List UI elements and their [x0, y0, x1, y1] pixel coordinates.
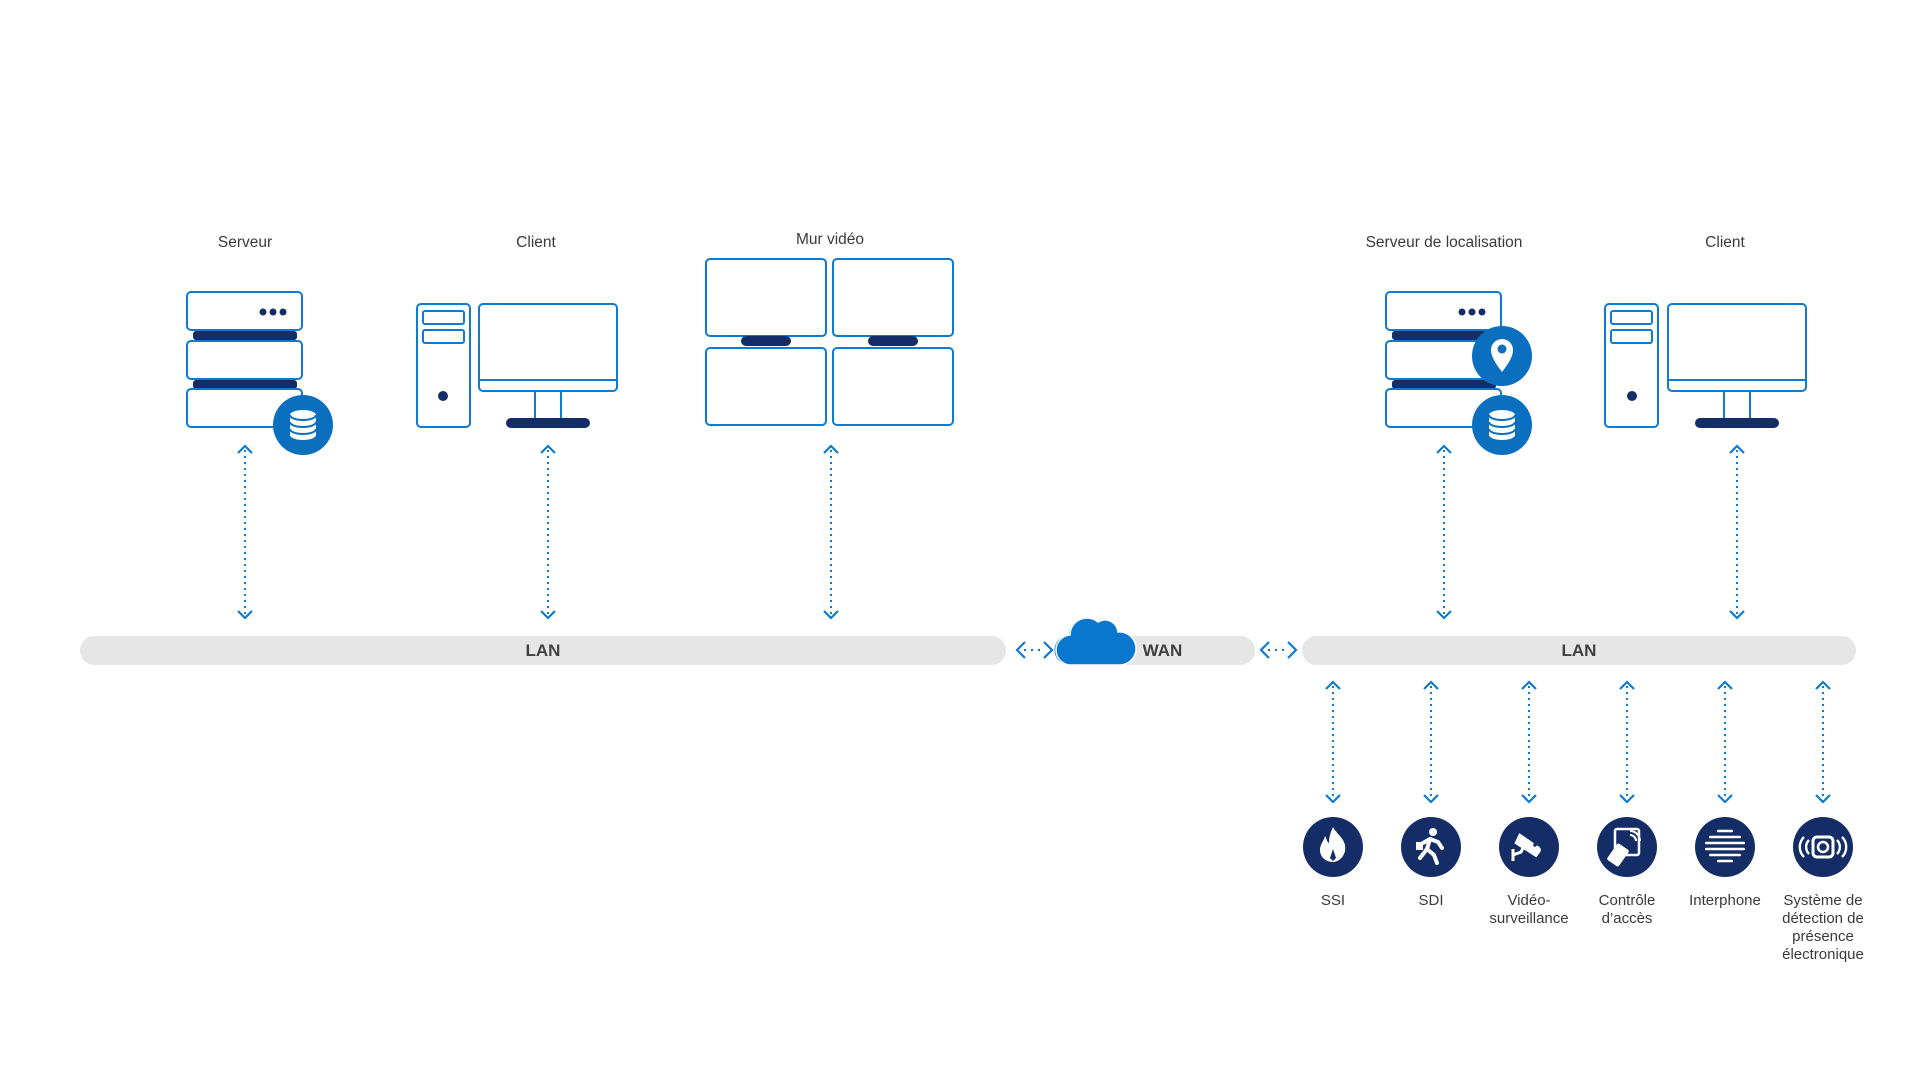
device-link-arrow — [1521, 680, 1537, 804]
lan-bar-site-b: LAN — [1302, 636, 1856, 665]
access-card-icon — [1597, 817, 1657, 877]
wan-lan-link-arrow — [1259, 641, 1298, 659]
fire-icon — [1303, 817, 1363, 877]
client-workstation-icon — [1604, 303, 1807, 428]
lan-wan-link-arrow — [1015, 641, 1054, 659]
device-label: Contrôle d’accès — [1598, 892, 1656, 927]
device-label: Interphone — [1689, 892, 1761, 909]
lan-link-arrow — [237, 444, 253, 620]
lan-link-arrow — [823, 444, 839, 620]
location-server-label: Serveur de localisation — [1365, 234, 1523, 251]
wan-bar: WAN — [1080, 636, 1255, 665]
device-label: Vidéo- surveillance — [1489, 892, 1569, 927]
presence-sensor-icon — [1793, 817, 1853, 877]
device-label: SSI — [1320, 892, 1346, 909]
device-label: Système de détection de présence électro… — [1782, 892, 1864, 963]
video-wall-icon — [705, 258, 954, 426]
intercom-icon — [1695, 817, 1755, 877]
lan-link-arrow — [1436, 444, 1452, 620]
server-label: Serveur — [217, 234, 273, 251]
device-link-arrow — [1815, 680, 1831, 804]
lan-label: LAN — [1561, 640, 1597, 660]
location-server-icon — [1385, 291, 1502, 428]
video-wall-label: Mur vidéo — [795, 231, 865, 248]
device-link-arrow — [1717, 680, 1733, 804]
lan-link-arrow — [1729, 444, 1745, 620]
connector-arrows — [237, 444, 1831, 804]
client-workstation-icon — [416, 303, 618, 428]
location-pin-icon — [1472, 326, 1532, 386]
server-icon — [186, 291, 303, 428]
cctv-camera-icon — [1499, 817, 1559, 877]
running-person-icon — [1401, 817, 1461, 877]
lan-label: LAN — [525, 640, 561, 660]
device-link-arrow — [1423, 680, 1439, 804]
device-icons — [1303, 817, 1853, 877]
lan-bar-site-a: LAN — [80, 636, 1006, 665]
wan-label: WAN — [1142, 640, 1183, 660]
database-icon — [273, 395, 333, 455]
lan-link-arrow — [540, 444, 556, 620]
device-label: SDI — [1418, 892, 1444, 909]
database-icon — [1472, 395, 1532, 455]
device-link-arrow — [1619, 680, 1635, 804]
client-label: Client — [516, 234, 556, 251]
client-label: Client — [1705, 234, 1745, 251]
device-link-arrow — [1325, 680, 1341, 804]
